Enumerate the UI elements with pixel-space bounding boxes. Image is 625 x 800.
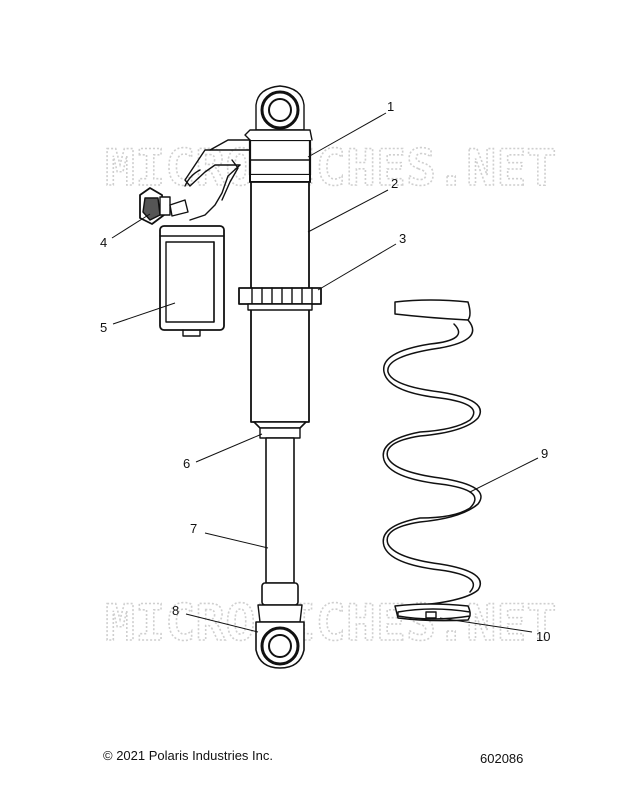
leader-lines (111, 112, 539, 633)
spring-retainer (397, 608, 471, 620)
coil-spring (382, 299, 482, 622)
bottom-clevis (257, 582, 303, 623)
leader-9 (469, 457, 539, 493)
preload-ring (238, 287, 322, 311)
callout-4: 4 (100, 235, 107, 250)
top-eyelet (255, 85, 305, 131)
leader-5 (112, 302, 176, 325)
copyright-notice: © 2021 Polaris Industries Inc. (103, 748, 273, 763)
callout-5: 5 (100, 320, 107, 335)
callout-7: 7 (190, 521, 197, 536)
callout-9: 9 (541, 446, 548, 461)
callout-1: 1 (387, 99, 394, 114)
leader-10 (439, 617, 533, 633)
callout-2: 2 (391, 176, 398, 191)
watermark-top: MICROFICHES.NET (105, 139, 557, 197)
callout-3: 3 (399, 231, 406, 246)
seal-head (253, 421, 307, 439)
leader-8 (185, 613, 259, 633)
reservoir (159, 225, 225, 337)
leader-7 (204, 532, 269, 549)
callout-6: 6 (183, 456, 190, 471)
watermark-bottom: MICROFICHES.NET (105, 594, 557, 652)
shock-shaft (265, 437, 295, 584)
leader-1 (307, 112, 387, 158)
callout-8: 8 (172, 603, 179, 618)
leader-3 (317, 243, 397, 291)
diagram-number: 602086 (480, 751, 524, 766)
callout-10: 10 (536, 629, 550, 644)
leader-6 (195, 433, 263, 463)
adjuster-knob (139, 187, 189, 225)
leader-4 (111, 213, 151, 239)
bottom-eyelet (255, 621, 305, 669)
leader-2 (307, 189, 389, 233)
shock-body-cap (184, 129, 313, 221)
